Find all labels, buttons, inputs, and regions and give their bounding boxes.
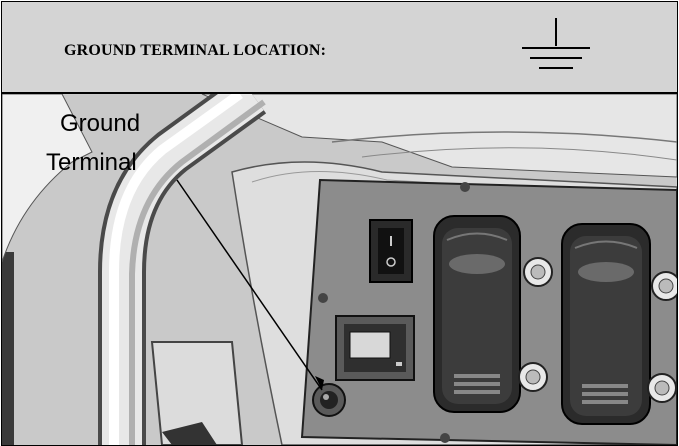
callout-leader-line	[176, 179, 323, 391]
outlet-cover-1	[433, 215, 521, 413]
callout-label-line1: Ground	[60, 110, 141, 137]
generator-illustration	[2, 94, 677, 445]
frame-tube	[98, 94, 267, 445]
callout-label-line2: Terminal	[46, 149, 137, 176]
section-title: GROUND TERMINAL LOCATION:	[64, 42, 327, 59]
control-panel	[300, 178, 677, 445]
ground-symbol-icon	[522, 18, 590, 69]
section-header: GROUND TERMINAL LOCATION:	[2, 2, 677, 94]
breaker-buttons	[518, 257, 677, 403]
outlet-cover-2	[561, 223, 651, 425]
ground-terminal	[312, 383, 346, 417]
